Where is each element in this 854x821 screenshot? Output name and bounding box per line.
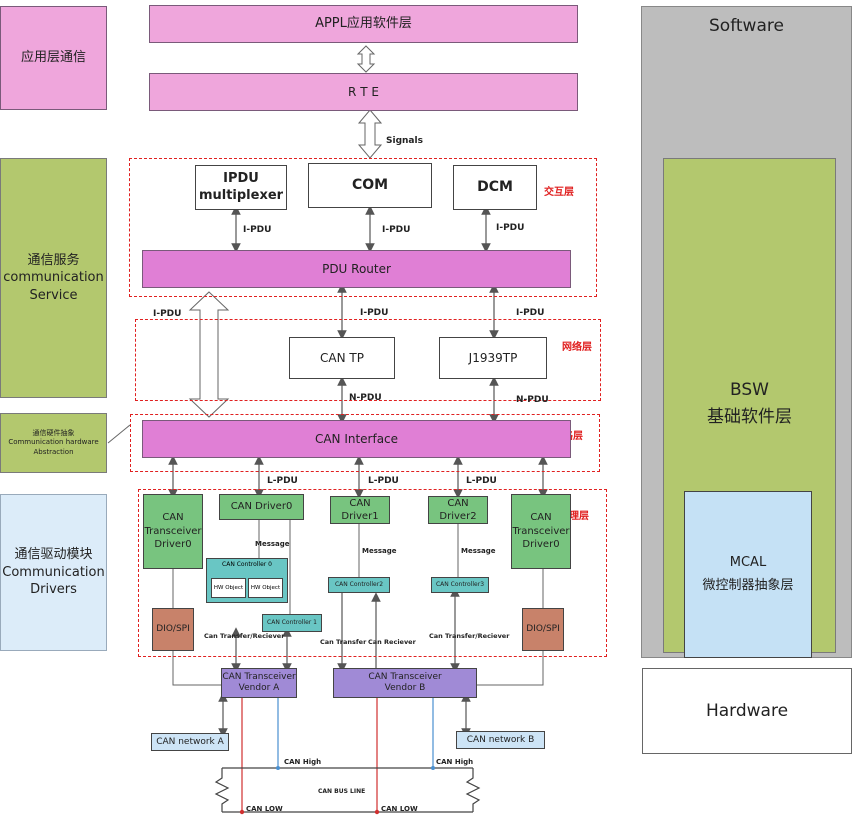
physical-layer-frame bbox=[138, 489, 607, 657]
can-tp-box: CAN TP bbox=[289, 337, 395, 379]
transceiver-driver-right: CAN Transceiver Driver0 bbox=[511, 494, 571, 569]
j1939tp-box: J1939TP bbox=[439, 337, 547, 379]
can-interface-box: CAN Interface bbox=[142, 420, 571, 458]
ipdu-multiplexer-box: IPDU multiplexer bbox=[195, 165, 287, 210]
ipdu-label-mux: I-PDU bbox=[243, 225, 272, 235]
ipdu-label-j1939: I-PDU bbox=[516, 308, 545, 318]
can-low-label-b: CAN LOW bbox=[381, 805, 418, 813]
software-label: Software bbox=[709, 16, 784, 36]
app-comm-box: 应用层通信 bbox=[0, 6, 107, 110]
transceiver-vendor-a: CAN Transceiver Vendor A bbox=[221, 668, 297, 698]
comm-hw-abstraction-box: 通信硬件抽象 Communication hardware Abstractio… bbox=[0, 413, 107, 473]
message-label-0: Message bbox=[255, 540, 290, 548]
lpdu-label-2: L-PDU bbox=[368, 476, 399, 486]
interaction-layer-label: 交互层 bbox=[544, 187, 574, 198]
hw-abs-pointer bbox=[107, 424, 131, 444]
router-interface-arrow bbox=[188, 291, 230, 418]
transfer-reciever-label-b: Can Transfer/Reciever bbox=[429, 632, 510, 640]
can-bus-line-label: CAN BUS LINE bbox=[318, 788, 366, 795]
bus-node-a-low bbox=[239, 809, 245, 815]
transfer-reciever-label-a: Can Transfer/Reciever bbox=[204, 632, 285, 640]
can-reciever-label: Can Reciever bbox=[368, 638, 416, 646]
hw-object-1: HW Object bbox=[211, 578, 246, 598]
dcm-box: DCM bbox=[453, 165, 537, 210]
lpdu-label-3: L-PDU bbox=[466, 476, 497, 486]
appl-rte-arrow bbox=[356, 45, 376, 73]
signals-label: Signals bbox=[386, 136, 423, 146]
can-network-a: CAN network A bbox=[151, 733, 229, 751]
rte-signals-arrow bbox=[357, 109, 383, 159]
can-controller1-box: CAN Controller 1 bbox=[262, 614, 322, 632]
npdu-label-cantp: N-PDU bbox=[349, 393, 382, 403]
can-driver0-box: CAN Driver0 bbox=[219, 494, 304, 520]
bus-resistor-left bbox=[214, 768, 230, 812]
ipdu-label-dcm: I-PDU bbox=[496, 223, 525, 233]
pdu-router-box: PDU Router bbox=[142, 250, 571, 288]
comm-drivers-box: 通信驱动模块 Communication Drivers bbox=[0, 494, 107, 651]
transceiver-driver-left: CAN Transceiver Driver0 bbox=[143, 494, 203, 569]
bus-node-a-high bbox=[276, 766, 280, 770]
datalink-layer-frame bbox=[130, 414, 600, 472]
hardware-panel: Hardware bbox=[642, 668, 852, 754]
can-driver1-box: CAN Driver1 bbox=[330, 496, 390, 524]
ipdu-label-left: I-PDU bbox=[153, 309, 182, 319]
can-high-label-a: CAN High bbox=[284, 758, 322, 766]
can-high-label-b: CAN High bbox=[436, 758, 474, 766]
interaction-layer-frame bbox=[129, 158, 597, 297]
bus-node-b-low bbox=[374, 809, 380, 815]
mcal-panel: MCAL 微控制器抽象层 bbox=[684, 491, 812, 658]
can-controller0-box: CAN Controller 0 HW Object HW Object bbox=[206, 558, 288, 603]
can-transfer-label: Can Transfer bbox=[320, 638, 367, 646]
physical-layer-label: 物理层 bbox=[559, 511, 589, 522]
dio-spi-right: DIO/SPI bbox=[522, 608, 564, 651]
ipdu-label-com: I-PDU bbox=[382, 225, 411, 235]
rte-box: R T E bbox=[149, 73, 578, 111]
dio-vendor-b-line bbox=[477, 651, 544, 686]
message-label-2: Message bbox=[461, 547, 496, 555]
comm-service-box: 通信服务 communication Service bbox=[0, 158, 107, 398]
can-driver2-box: CAN Driver2 bbox=[428, 496, 488, 524]
ipdu-label-cantp: I-PDU bbox=[360, 308, 389, 318]
network-layer-frame bbox=[135, 319, 601, 401]
network-layer-label: 网络层 bbox=[562, 342, 592, 353]
com-box: COM bbox=[308, 163, 432, 208]
can-low-label-a: CAN LOW bbox=[246, 805, 283, 813]
can-network-b: CAN network B bbox=[456, 731, 545, 749]
can-controller2-box: CAN Controller2 bbox=[328, 577, 390, 593]
lpdu-label-1: L-PDU bbox=[267, 476, 298, 486]
dio-vendor-a-line bbox=[172, 651, 221, 686]
transceiver-vendor-b: CAN Transceiver Vendor B bbox=[333, 668, 477, 698]
can-controller0-label: CAN Controller 0 bbox=[222, 561, 272, 568]
hw-object-2: HW Object bbox=[248, 578, 283, 598]
appl-layer-box: APPL应用软件层 bbox=[149, 5, 578, 43]
message-label-1: Message bbox=[362, 547, 397, 555]
npdu-label-j1939: N-PDU bbox=[516, 395, 549, 405]
can-controller3-box: CAN Controller3 bbox=[431, 577, 489, 593]
bus-resistor-right bbox=[465, 768, 481, 812]
dio-spi-left: DIO/SPI bbox=[152, 608, 194, 651]
bus-node-b-high bbox=[431, 766, 435, 770]
